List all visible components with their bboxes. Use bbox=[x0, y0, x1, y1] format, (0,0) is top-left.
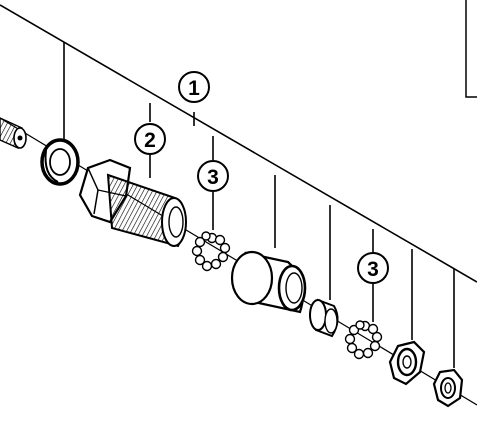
callout-1: 1 bbox=[178, 71, 210, 103]
callout-3-lower: 3 bbox=[357, 252, 389, 284]
callout-3-upper: 3 bbox=[197, 160, 229, 192]
leader-line-main bbox=[0, 4, 477, 283]
callout-2-label: 2 bbox=[144, 129, 156, 152]
threaded-axle-end bbox=[0, 117, 27, 149]
hex-locknut bbox=[388, 340, 426, 386]
end-nut bbox=[432, 368, 464, 408]
bearing-cup bbox=[230, 250, 307, 314]
callout-3-upper-label: 3 bbox=[207, 166, 219, 189]
ball-retainer-lower bbox=[344, 320, 383, 360]
small-cone bbox=[309, 298, 339, 338]
leader-lines bbox=[63, 42, 455, 368]
callout-3-lower-label: 3 bbox=[367, 258, 379, 281]
callout-1-label: 1 bbox=[188, 77, 200, 100]
callout-2: 2 bbox=[134, 123, 166, 155]
ball-retainer-upper bbox=[191, 231, 231, 272]
seal-washer bbox=[40, 138, 80, 186]
frame-border bbox=[465, 0, 477, 98]
threaded-cone bbox=[78, 158, 187, 248]
